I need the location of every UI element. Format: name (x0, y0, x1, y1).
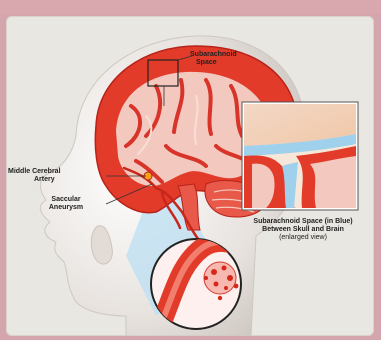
label-saccular-aneurysm: Saccular Aneurysm (26, 196, 106, 212)
diagram-panel: Subarachnoid Space Middle Cerebral Arter… (6, 16, 374, 336)
label-middle-cerebral-artery: Middle Cerebral Artery (8, 168, 108, 184)
top-band (0, 0, 381, 14)
label-subarachnoid-space: Subarachnoid Space (190, 51, 250, 67)
enlarged-view-inset (242, 102, 358, 210)
label-enlarged-view-caption: Subarachnoid Space (in Blue) Between Sku… (238, 218, 368, 242)
